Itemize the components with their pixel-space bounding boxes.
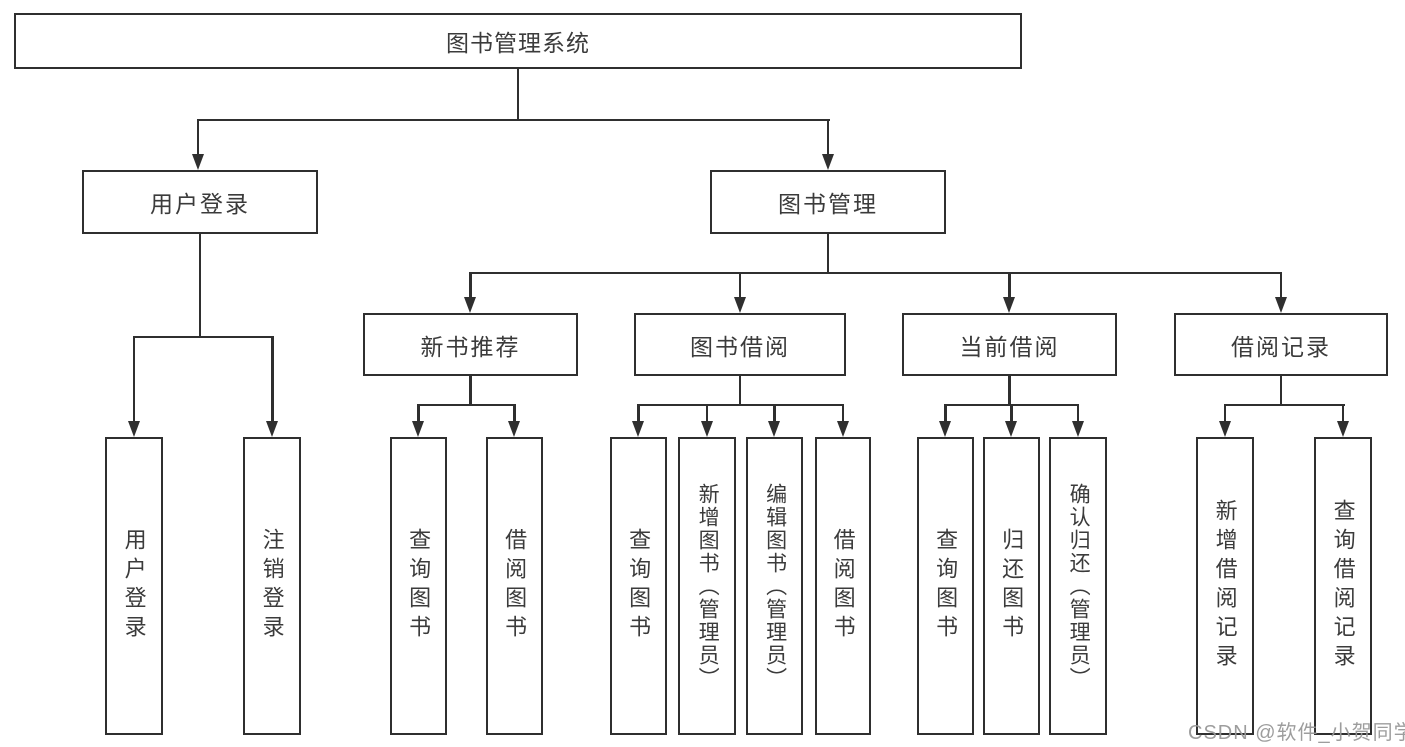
node-borrowing-records: 借阅记录 [1174,313,1388,376]
connector-line [516,69,520,119]
leaf-add-books-admin: 新增图书（管理员） [678,437,736,735]
arrow-down-icon [191,154,204,170]
leaf-borrow-books-recommend-label: 借阅图书 [502,528,528,644]
leaf-borrow-books-recommend: 借阅图书 [486,437,543,735]
leaf-edit-books-admin-label: 编辑图书（管理员） [763,482,787,690]
arrow-down-icon [1218,421,1231,437]
leaf-confirm-return-admin-label: 确认归还（管理员） [1067,482,1091,690]
arrow-down-icon [1003,297,1015,313]
arrow-down-icon [266,421,278,437]
leaf-logout-label: 注销登录 [259,528,285,644]
leaf-add-borrow-record-label: 新增借阅记录 [1212,499,1238,673]
arrow-down-icon [939,421,951,437]
arrow-down-icon [1336,421,1349,437]
leaf-user-login-label: 用户登录 [121,528,147,644]
connector-line [1010,404,1013,423]
node-book-borrowing: 图书借阅 [634,313,846,376]
connector-line [738,272,742,299]
arrow-down-icon [412,421,424,437]
arrow-down-icon [632,421,644,437]
connector-line [132,336,136,423]
node-book-management: 图书管理 [710,170,946,234]
connector-line [469,271,1283,274]
connector-line [841,404,845,423]
leaf-borrow-books-borrowing: 借阅图书 [815,437,871,735]
leaf-query-books-borrowing: 查询图书 [610,437,667,735]
connector-line [773,404,776,423]
connector-line [196,119,200,156]
leaf-user-login: 用户登录 [105,437,163,735]
leaf-query-borrow-record: 查询借阅记录 [1314,437,1372,735]
arrow-down-icon [836,421,849,437]
connector-line [132,335,274,338]
node-root: 图书管理系统 [14,13,1022,69]
connector-line [1076,404,1080,423]
node-book-borrowing-label: 图书借阅 [690,333,790,360]
arrow-down-icon [733,297,746,313]
arrow-down-icon [1274,297,1287,313]
connector-line [944,404,947,423]
leaf-query-books-recommend: 查询图书 [390,437,447,735]
arrow-down-icon [1071,421,1084,437]
csdn-watermark: CSDN @软件_小贺同学 [1188,722,1405,744]
connector-line [469,376,472,406]
leaf-return-books-label: 归还图书 [999,528,1025,644]
leaf-query-books-recommend-label: 查询图书 [406,528,432,644]
connector-line [1279,272,1283,299]
leaf-edit-books-admin: 编辑图书（管理员） [746,437,803,735]
node-book-management-label: 图书管理 [778,191,878,217]
node-new-book-recommend-label: 新书推荐 [420,333,521,360]
connector-line [1341,404,1345,423]
connector-line [469,272,472,299]
connector-line [826,234,830,274]
node-root-label: 图书管理系统 [446,30,590,56]
arrow-down-icon [508,421,520,437]
connector-line [198,234,202,338]
leaf-logout: 注销登录 [243,437,301,735]
arrow-down-icon [127,421,140,437]
leaf-confirm-return-admin: 确认归还（管理员） [1049,437,1107,735]
leaf-query-borrow-record-label: 查询借阅记录 [1330,499,1356,673]
node-user-login-label: 用户登录 [150,191,250,217]
connector-line [513,404,516,423]
connector-line [271,336,274,423]
node-user-login: 用户登录 [82,170,318,234]
leaf-add-books-admin-label: 新增图书（管理员） [696,482,720,690]
arrow-down-icon [768,421,780,437]
leaf-query-books-current: 查询图书 [917,437,974,735]
node-new-book-recommend: 新书推荐 [363,313,578,376]
connector-line [1223,404,1227,423]
connector-line [1008,376,1011,406]
connector-line [705,404,709,423]
leaf-query-books-current-label: 查询图书 [933,528,959,644]
arrow-down-icon [1005,421,1017,437]
connector-line [1279,376,1283,406]
connector-line [637,404,640,423]
leaf-query-books-borrowing-label: 查询图书 [626,528,652,644]
arrow-down-icon [700,421,713,437]
connector-line [637,403,845,406]
connector-line [417,403,517,406]
leaf-return-books: 归还图书 [983,437,1040,735]
connector-line [826,119,830,156]
arrow-down-icon [821,154,834,170]
node-borrowing-records-label: 借阅记录 [1231,333,1331,360]
node-current-borrowing: 当前借阅 [902,313,1117,376]
connector-line [417,404,420,423]
arrow-down-icon [464,297,476,313]
connector-line [196,118,830,121]
connector-line [738,376,742,406]
leaf-add-borrow-record: 新增借阅记录 [1196,437,1254,735]
connector-line [1008,272,1011,299]
leaf-borrow-books-borrowing-label: 借阅图书 [830,528,856,644]
connector-line [1223,403,1345,406]
node-current-borrowing-label: 当前借阅 [959,333,1060,360]
